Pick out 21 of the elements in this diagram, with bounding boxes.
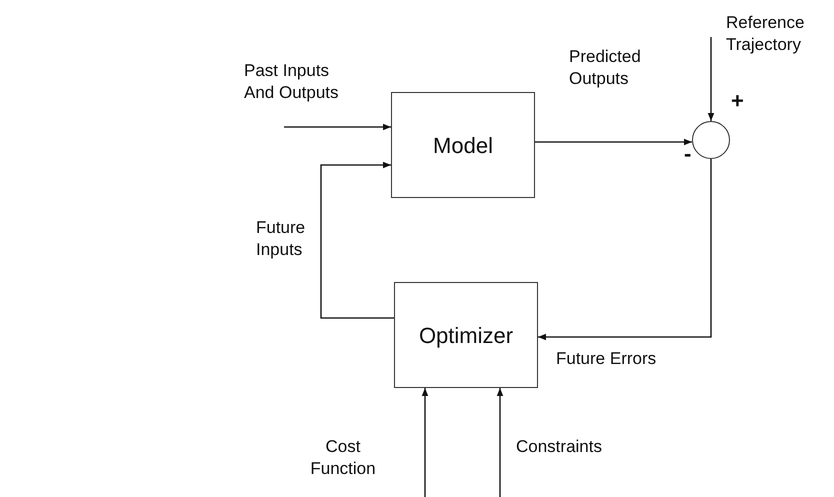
box-label: Optimizer xyxy=(418,322,514,350)
box-label: Model xyxy=(433,132,493,160)
sign-label: + xyxy=(731,90,744,112)
edge-label: Predicted Outputs xyxy=(569,46,642,90)
edge-label: Cost Function xyxy=(309,436,377,480)
edge-label: Past Inputs And Outputs xyxy=(244,60,340,104)
arrow xyxy=(538,159,712,340)
arrow xyxy=(708,37,714,121)
edge-label: Future Inputs xyxy=(256,217,306,261)
arrow xyxy=(535,138,692,146)
arrow xyxy=(284,124,391,130)
sign-label: - xyxy=(684,143,692,165)
arrow xyxy=(320,162,394,319)
edge-label: Future Errors xyxy=(556,348,658,370)
process-box xyxy=(394,282,538,388)
summing-junction xyxy=(692,121,730,159)
arrow xyxy=(422,388,428,497)
process-box xyxy=(391,92,535,198)
edge-label: Constraints xyxy=(516,436,603,458)
arrow xyxy=(496,388,504,497)
edge-label: Reference Trajectory xyxy=(726,12,806,56)
